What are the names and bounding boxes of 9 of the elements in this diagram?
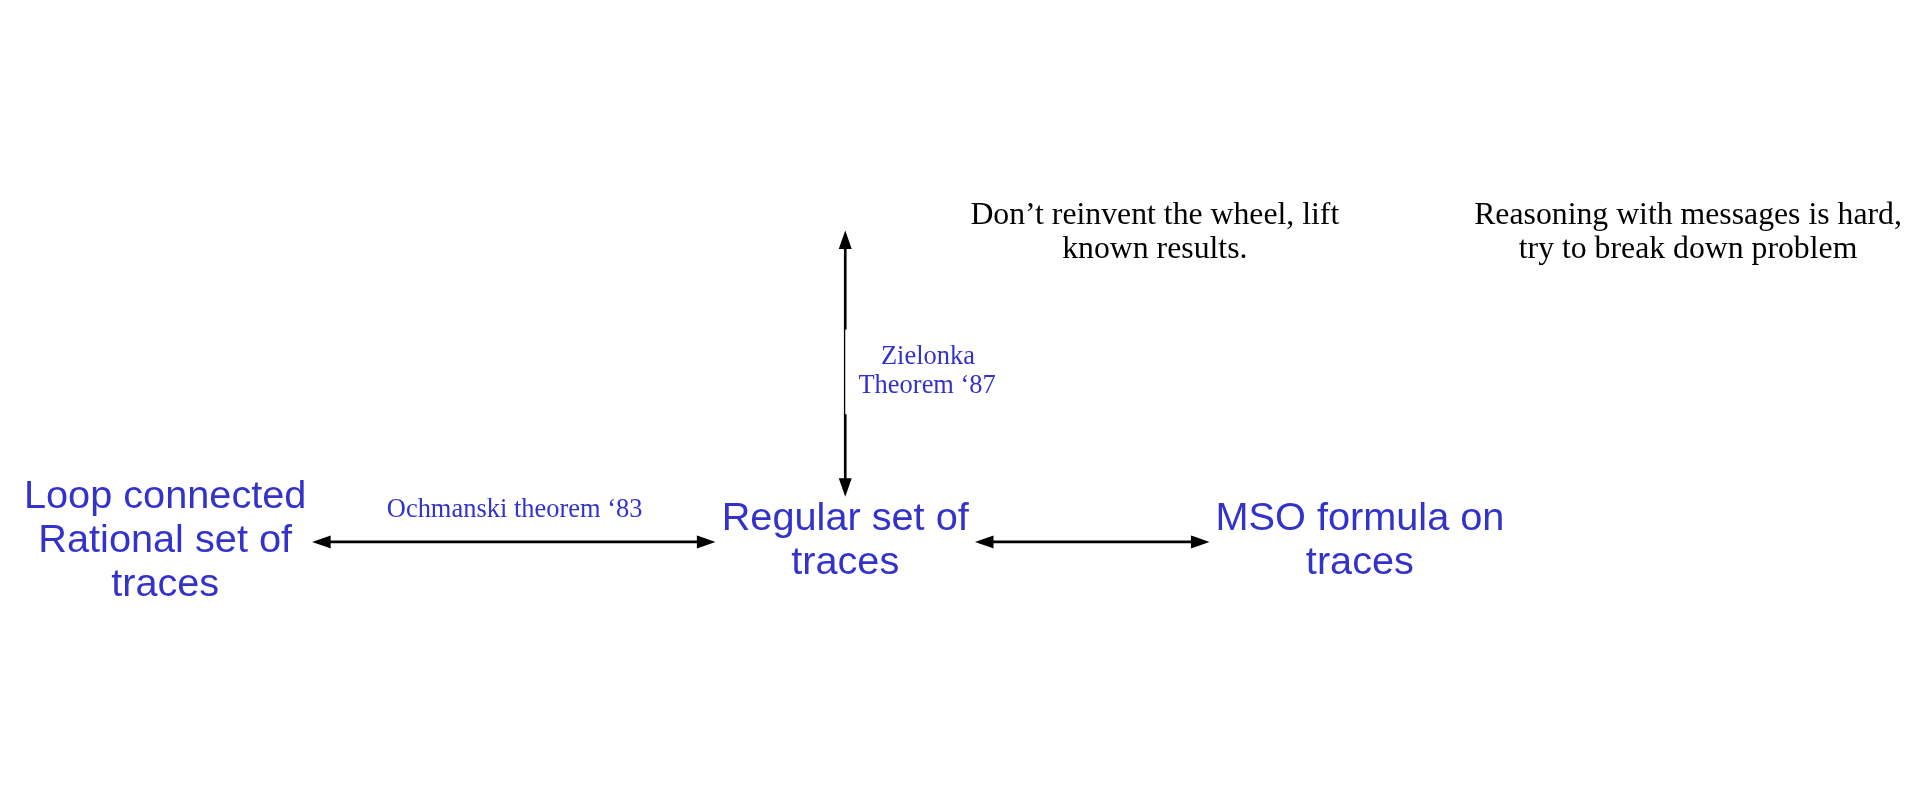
edge-label: Ochmanski theorem ‘83: [386, 492, 643, 523]
node-text: MSO formula on traces: [1215, 493, 1505, 582]
label: Reasoning with messages is hard, try to break down problem: [1474, 195, 1902, 265]
arrow: [312, 534, 716, 548]
edge-label: Zielonka Theorem ‘87: [858, 339, 996, 399]
arrow: [974, 534, 1210, 548]
node-text: Loop connected Rational set of traces: [23, 471, 307, 604]
label: Don’t reinvent the wheel, lift known results.: [970, 195, 1340, 265]
node-text: Regular set of traces: [721, 493, 969, 582]
